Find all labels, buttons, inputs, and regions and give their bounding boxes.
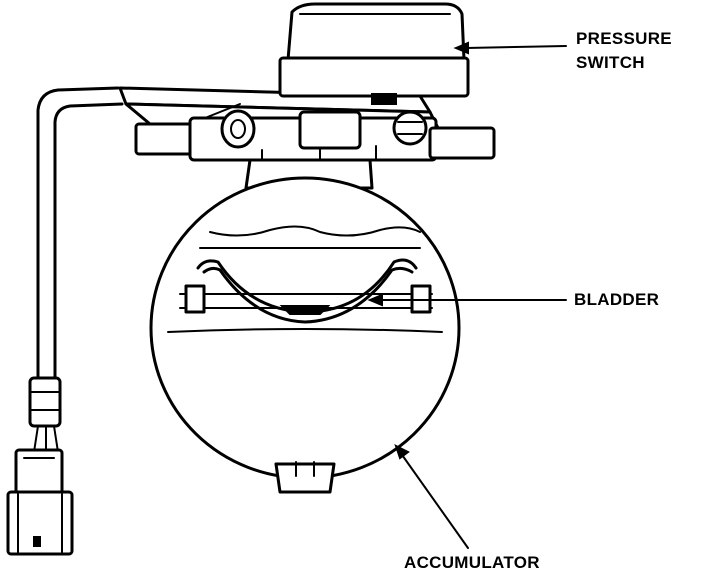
wire-harness (28, 86, 129, 453)
bladder-arrowhead (367, 293, 383, 307)
valve-body (134, 109, 496, 190)
pressure-switch-label-line2: SWITCH (576, 53, 645, 72)
pressure-switch-arrowhead (453, 41, 469, 55)
accumulator-leader (399, 451, 469, 549)
accumulator-sphere (149, 176, 461, 494)
electrical-connector (6, 448, 74, 556)
callout-leaders (367, 41, 567, 549)
pressure-switch-label-line1: PRESSURE (576, 29, 672, 48)
bladder-label: BLADDER (574, 290, 659, 309)
pressure-switch-leader (465, 45, 567, 49)
accumulator-arrowhead (394, 444, 410, 460)
accumulator-label: ACCUMULATOR (404, 553, 540, 572)
pressure-switch (278, 2, 470, 105)
